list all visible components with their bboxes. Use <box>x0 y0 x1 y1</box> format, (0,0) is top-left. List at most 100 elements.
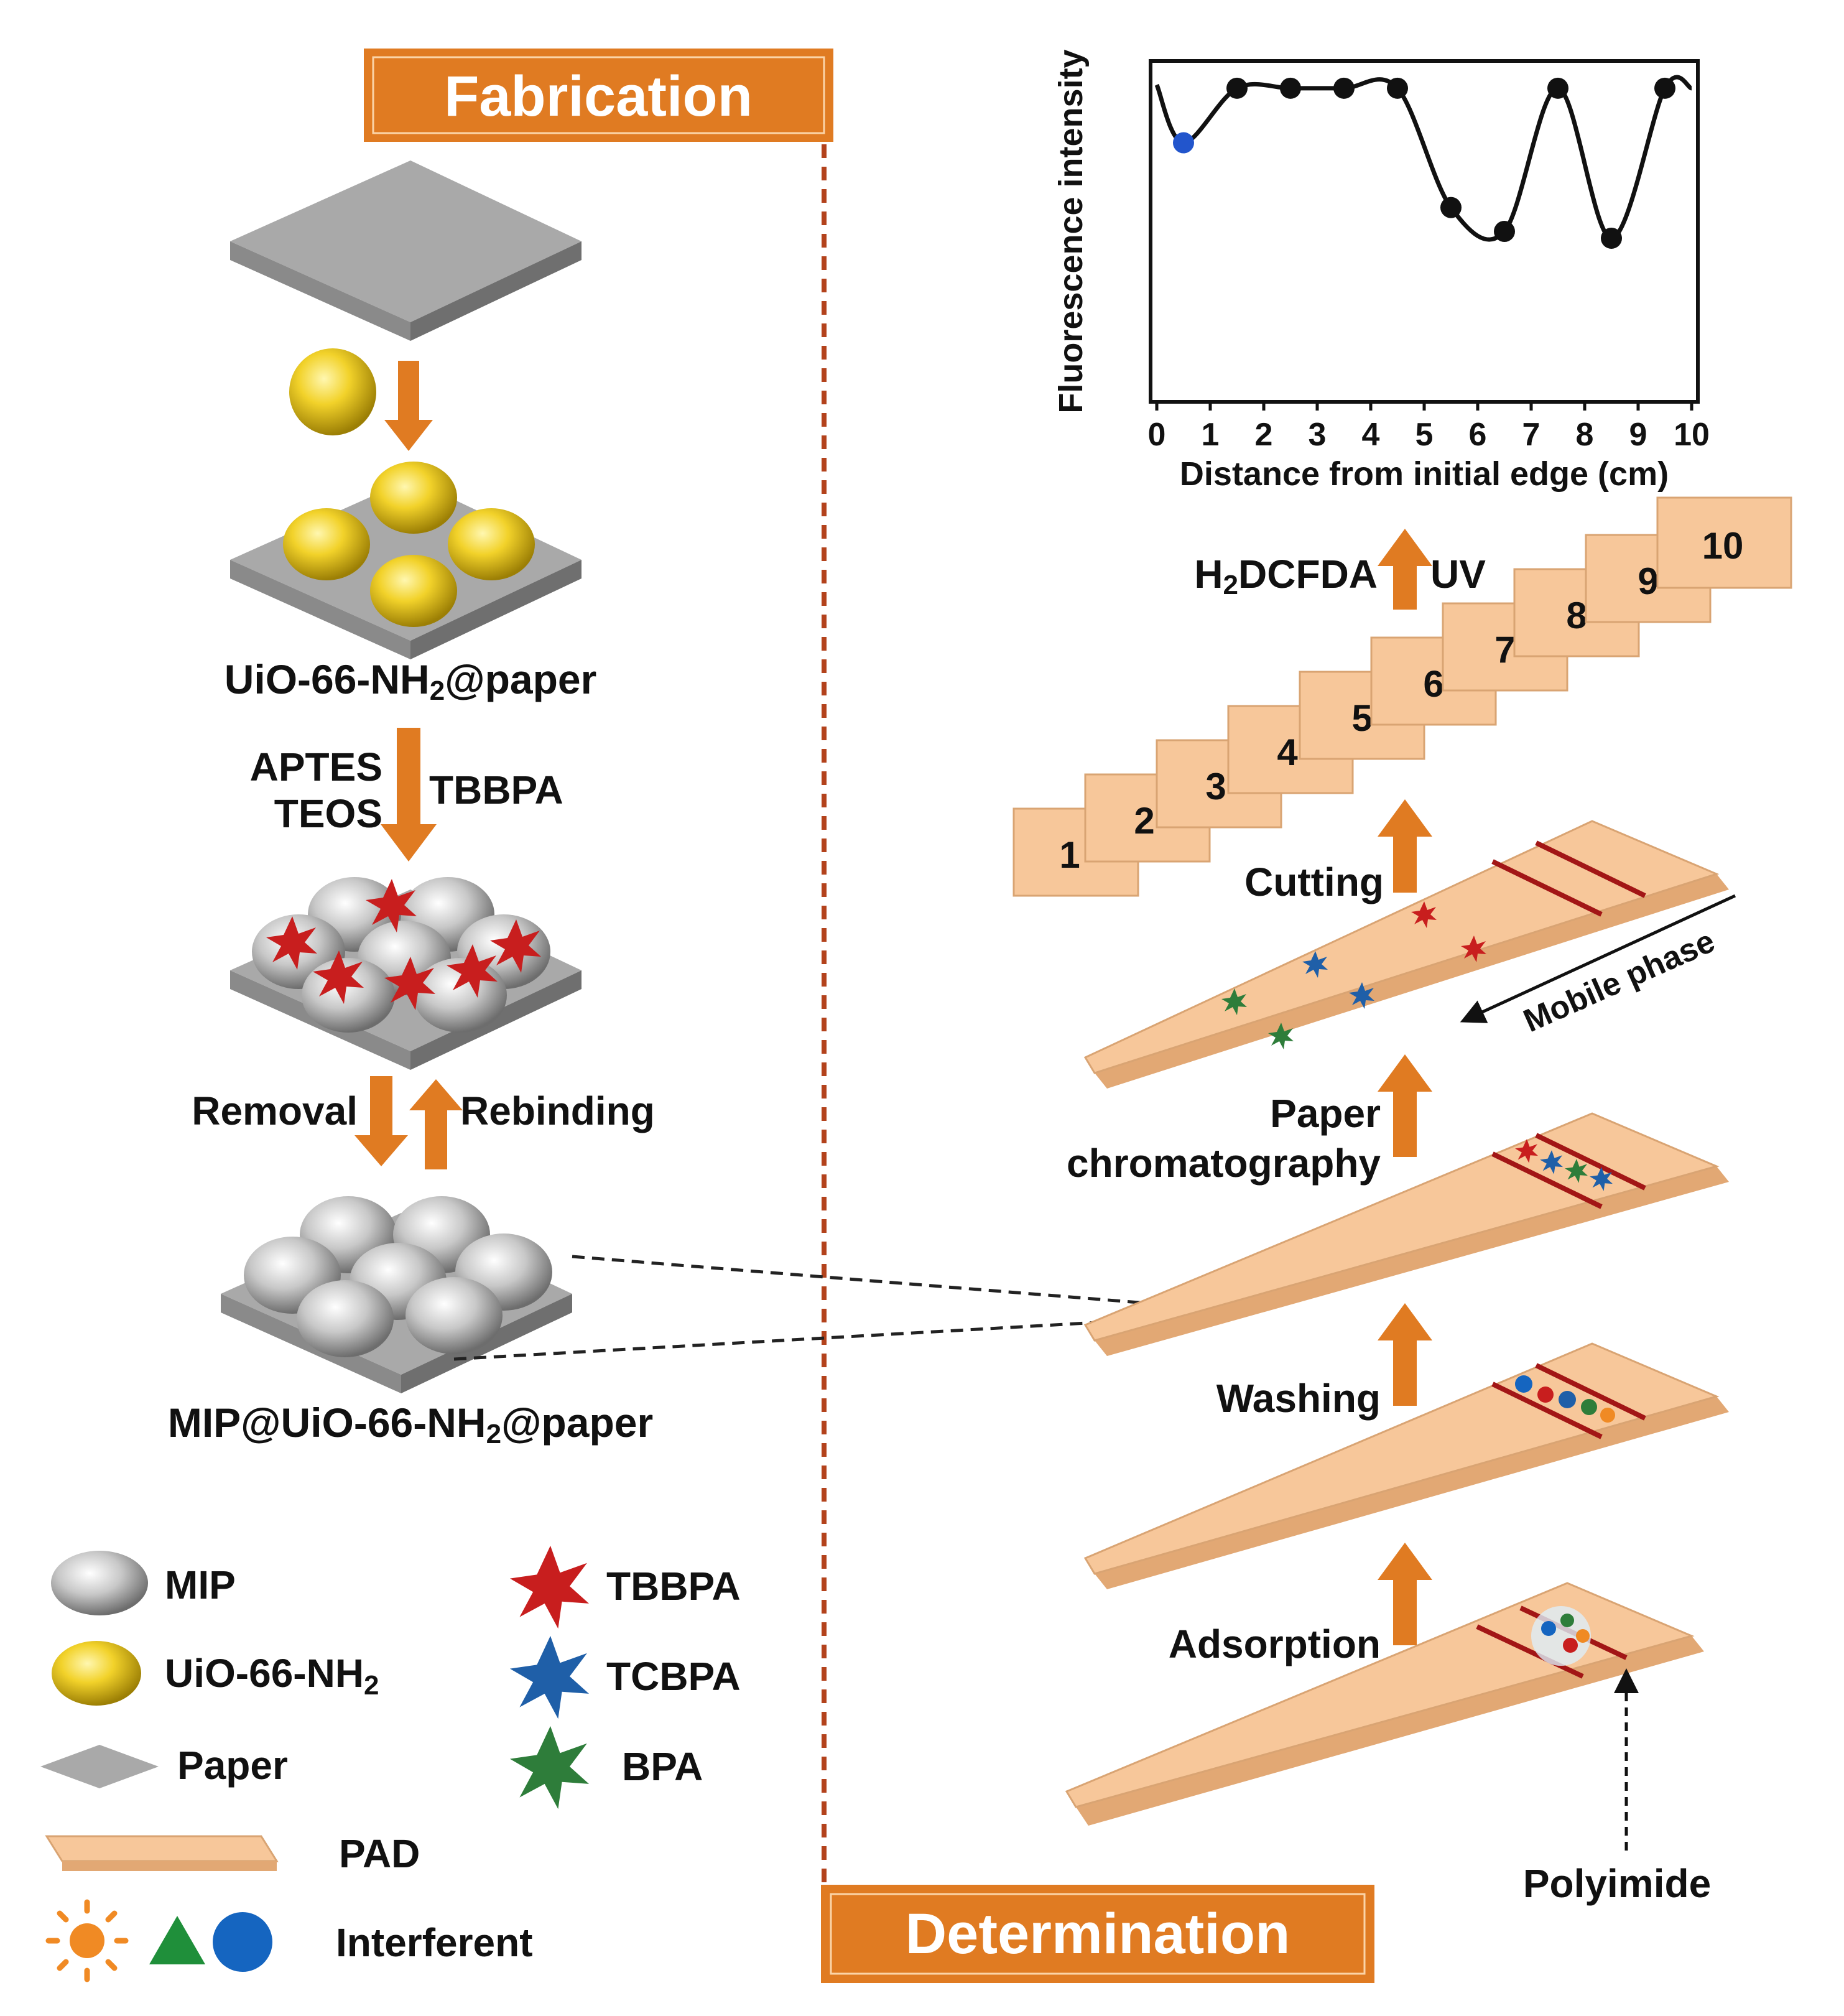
piece-10: 10 <box>1656 496 1792 589</box>
pad-strip-chromatography <box>1083 820 1729 1089</box>
svg-text:MIP: MIP <box>165 1563 236 1607</box>
x-tick-label: 3 <box>1309 417 1327 453</box>
zoom-line-top <box>572 1255 1185 1308</box>
cut-pieces: 1 2 3 4 5 6 7 8 9 10 <box>1012 496 1792 897</box>
sun-icon <box>45 1899 129 1982</box>
svg-text:6: 6 <box>1423 663 1443 705</box>
svg-text:UiO-66-NH2: UiO-66-NH2 <box>165 1651 379 1701</box>
legend: MIP UiO-66-NH2 Paper PAD <box>40 1545 741 1982</box>
legend-mip: MIP <box>51 1551 236 1615</box>
svg-text:TBBPA: TBBPA <box>606 1564 741 1609</box>
x-tick-label: 0 <box>1148 417 1166 453</box>
data-point <box>1173 132 1194 154</box>
mip-with-template <box>230 877 581 1070</box>
tcbpa-icon <box>509 1635 589 1719</box>
fabrication-title: Fabrication <box>444 65 753 128</box>
mip-icon <box>51 1551 148 1615</box>
svg-text:TCBPA: TCBPA <box>606 1654 741 1699</box>
tbbpa-icon <box>509 1545 589 1629</box>
legend-uio: UiO-66-NH2 <box>52 1641 379 1706</box>
x-tick-label: 6 <box>1469 417 1487 453</box>
paper-chromatography-label-2: chromatography <box>1067 1141 1381 1186</box>
adsorption-label: Adsorption <box>1169 1622 1381 1666</box>
paper-icon <box>40 1745 159 1788</box>
paper-chromatography-label-1: Paper <box>1270 1091 1381 1136</box>
rebinding-arrow <box>409 1079 463 1169</box>
y-axis-label: Fluorescence intensity <box>1052 49 1090 413</box>
legend-pad: PAD <box>45 1831 420 1876</box>
determination-title: Determination <box>906 1902 1290 1966</box>
arrow-down-1 <box>384 361 433 451</box>
svg-text:BPA: BPA <box>622 1744 703 1789</box>
piece-8: 8 <box>1513 568 1640 657</box>
svg-text:8: 8 <box>1566 595 1587 636</box>
arrow-down-2 <box>381 728 437 862</box>
svg-text:9: 9 <box>1638 560 1658 602</box>
paper-chromatography-arrow <box>1378 1054 1432 1157</box>
legend-bpa: BPA <box>509 1726 703 1809</box>
h2dcfda-label: H2DCFDA <box>1194 552 1378 600</box>
pad-icon <box>45 1835 279 1862</box>
svg-text:4: 4 <box>1277 732 1298 773</box>
data-point <box>1654 77 1675 99</box>
svg-text:Paper: Paper <box>177 1743 288 1788</box>
rebinding-label: Rebinding <box>460 1089 655 1133</box>
mobile-phase-arrow <box>1460 894 1736 1023</box>
uio-particle <box>289 348 376 435</box>
zoom-line-bottom <box>453 1316 1185 1361</box>
x-tick-label: 8 <box>1576 417 1594 453</box>
legend-paper: Paper <box>40 1743 288 1788</box>
data-point <box>1601 227 1622 249</box>
fabrication-flow: UiO-66-NH2@paper APTES TEOS TBBPA <box>168 160 1185 1449</box>
data-point <box>1280 77 1301 99</box>
x-axis-label: Distance from initial edge (cm) <box>1180 455 1669 493</box>
determination-flow: Polyimide Adsorption Washing <box>1012 496 1792 1906</box>
polyimide-label: Polyimide <box>1523 1861 1711 1906</box>
cutting-label: Cutting <box>1244 860 1384 904</box>
circle-icon <box>213 1912 272 1972</box>
pad-strip-washed <box>1083 1112 1729 1356</box>
x-tick-label: 4 <box>1362 417 1380 453</box>
removal-label: Removal <box>192 1089 358 1133</box>
uio-coated-paper <box>230 462 581 659</box>
data-point <box>1226 77 1248 99</box>
data-point <box>1440 197 1462 218</box>
determination-header: Determination <box>821 1885 1374 1983</box>
legend-tcbpa: TCBPA <box>509 1635 741 1719</box>
x-tick-label: 9 <box>1629 417 1647 453</box>
cutting-arrow <box>1378 799 1432 893</box>
uv-label: UV <box>1430 552 1486 597</box>
reagent-aptes: APTES <box>250 745 382 789</box>
svg-text:3: 3 <box>1205 766 1226 807</box>
x-tick-label: 10 <box>1674 417 1710 453</box>
reagent-teos: TEOS <box>274 791 382 836</box>
uio-icon <box>52 1641 141 1706</box>
fabrication-header: Fabrication <box>364 49 833 142</box>
bpa-icon <box>509 1726 589 1809</box>
legend-tbbpa: TBBPA <box>509 1545 741 1629</box>
mip-uio-paper-label: MIP@UiO-66-NH2@paper <box>168 1400 653 1449</box>
svg-text:10: 10 <box>1702 525 1744 567</box>
pad-strip-adsorption <box>1065 1582 1704 1826</box>
svg-text:2: 2 <box>1134 800 1154 842</box>
washing-arrow <box>1378 1303 1432 1406</box>
triangle-icon <box>149 1916 205 1964</box>
svg-text:Interferent: Interferent <box>336 1920 533 1965</box>
paper-sheet <box>230 160 581 341</box>
x-tick-label: 1 <box>1202 417 1220 453</box>
data-point <box>1547 77 1568 99</box>
pad-strip-washing <box>1083 1342 1729 1589</box>
svg-text:1: 1 <box>1059 834 1080 876</box>
mip-uio-paper <box>221 1196 572 1393</box>
x-tick-label: 2 <box>1255 417 1273 453</box>
reagent-tbbpa: TBBPA <box>429 768 563 812</box>
removal-arrow <box>354 1076 408 1166</box>
svg-text:7: 7 <box>1494 629 1515 671</box>
data-points <box>1173 77 1675 249</box>
washing-label: Washing <box>1216 1376 1381 1421</box>
svg-text:PAD: PAD <box>339 1831 420 1876</box>
x-tick-label: 7 <box>1522 417 1541 453</box>
